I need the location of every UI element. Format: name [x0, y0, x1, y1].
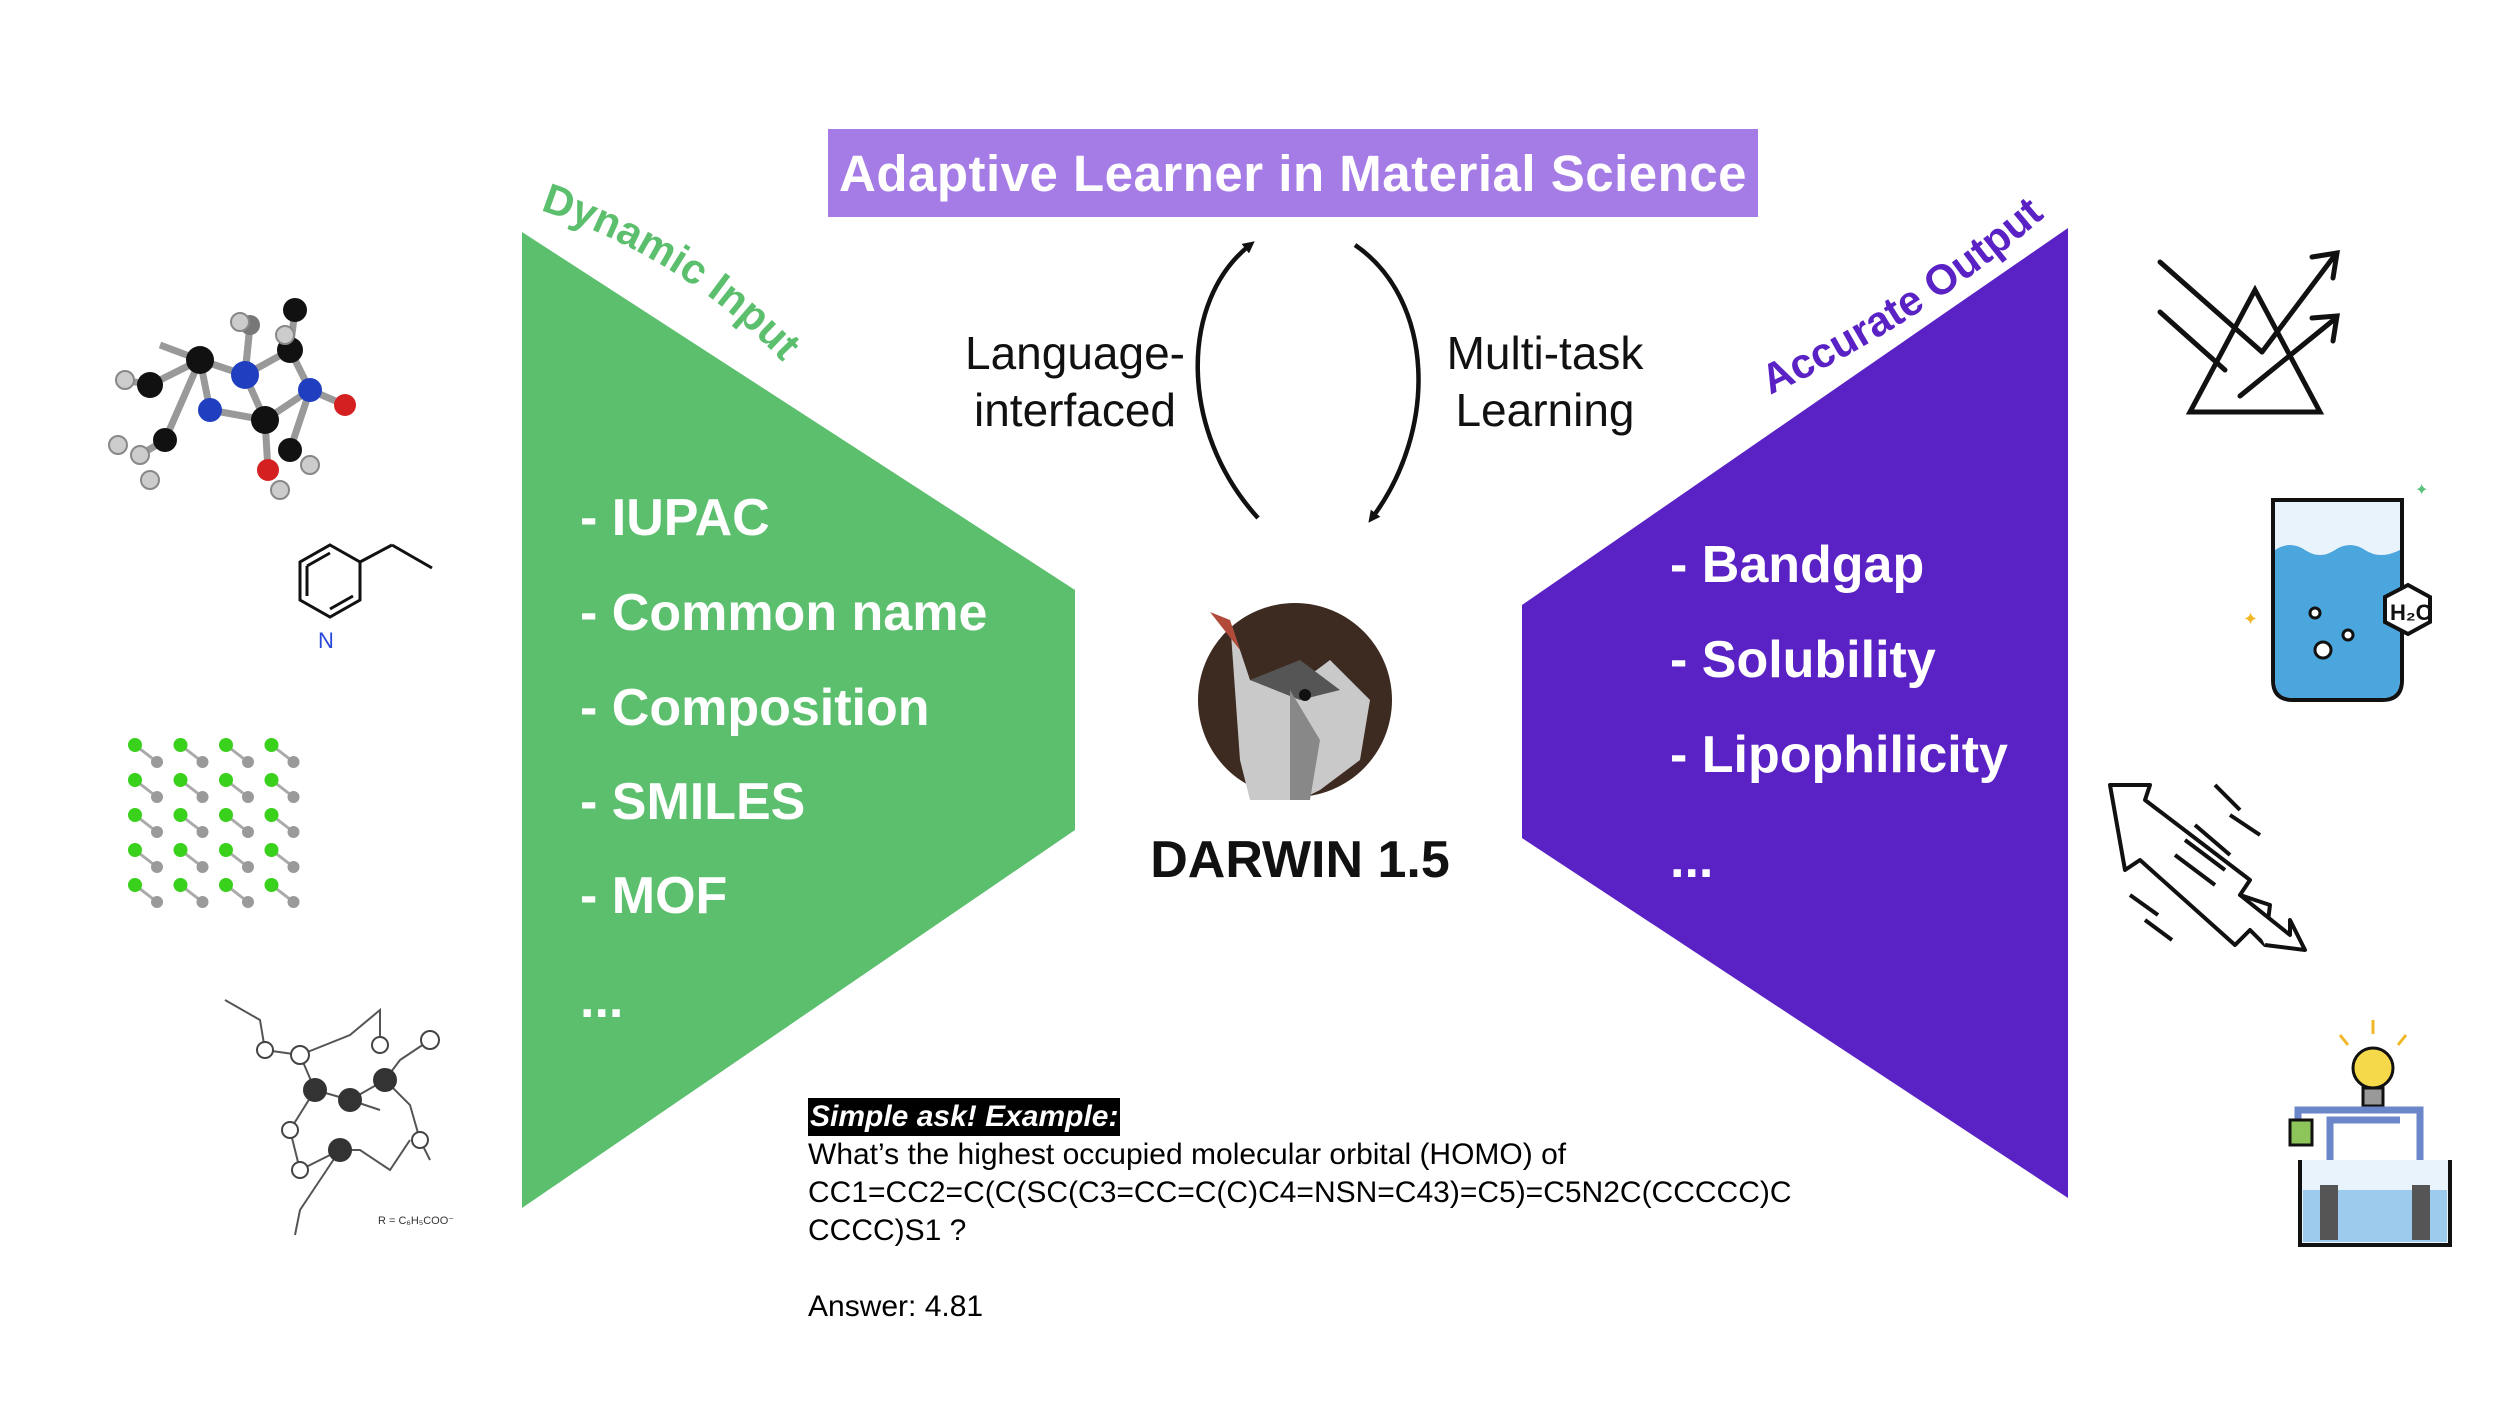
multitask-label-line2: Learning [1455, 384, 1635, 436]
mof-structure-icon [224, 999, 440, 1236]
input-funnel [522, 232, 1075, 1208]
ethylpyridine-structure-icon [298, 543, 433, 619]
lattice-atom [242, 861, 254, 873]
lattice-atom [287, 826, 300, 838]
language-label-line1: Language- [965, 327, 1185, 379]
caffeine-molecule-icon [108, 298, 356, 500]
lattice-atom [287, 861, 300, 873]
lattice-atom [196, 896, 209, 908]
lattice-atom [287, 791, 300, 803]
lattice-atom [128, 843, 142, 857]
input-item: - SMILES [580, 773, 806, 831]
input-item: - Common name [580, 584, 988, 642]
lattice-atom [128, 738, 142, 752]
h2o-label: H₂O [2390, 600, 2433, 625]
lattice-atom [173, 773, 188, 787]
lattice-atom [219, 808, 233, 822]
lattice-atom [196, 826, 209, 838]
lattice-atom [173, 878, 188, 892]
lattice-atom [264, 878, 279, 892]
output-item: - Solubility [1670, 631, 1936, 689]
lattice-atom [219, 738, 233, 752]
lattice-atom [196, 861, 209, 873]
output-item: - Bandgap [1670, 536, 1925, 594]
multi-task-learning-label: Multi-task Learning [1420, 325, 1670, 439]
lattice-atom [151, 896, 163, 908]
sparkle-icon: ✦ [2243, 609, 2258, 629]
lattice-atom [173, 808, 188, 822]
lattice-atom [287, 756, 300, 768]
input-item: - Composition [580, 679, 930, 737]
lattice-atom [242, 791, 254, 803]
pyridine-n-label: N [318, 628, 334, 653]
stress-strain-icon [2108, 783, 2307, 952]
lattice-atom [264, 843, 279, 857]
lattice-atom [219, 843, 233, 857]
cycle-arrow-right [1353, 243, 1421, 523]
lattice-atom [219, 773, 233, 787]
lattice-atom [196, 791, 209, 803]
example-heading: Simple ask! Example: [808, 1098, 1121, 1136]
mof-formula-label: R = C₆H₅COO⁻ [378, 1215, 454, 1227]
input-item: ... [580, 971, 624, 1029]
lattice-atom [219, 878, 233, 892]
lattice-atom [173, 738, 188, 752]
lattice-atom [264, 808, 279, 822]
multitask-label-line1: Multi-task [1446, 327, 1644, 379]
output-item: ... [1670, 831, 1714, 889]
lattice-atom [264, 773, 279, 787]
lattice-atom [242, 896, 254, 908]
lattice-atom [151, 756, 163, 768]
example-answer: Answer: 4.81 [808, 1290, 984, 1323]
lattice-atom [128, 773, 142, 787]
water-beaker-icon: H₂O ✦ ✦ [2243, 482, 2433, 702]
lattice-atom [196, 756, 209, 768]
input-item: - IUPAC [580, 489, 770, 547]
lattice-atom [242, 756, 254, 768]
title-banner: Adaptive Learner in Material Science [828, 129, 1758, 217]
lattice-atom [151, 861, 163, 873]
crystal-lattice-icon [128, 738, 300, 908]
input-item: - MOF [580, 867, 728, 925]
prism-light-icon [2157, 249, 2341, 415]
cycle-arrow-left [1195, 241, 1260, 520]
model-name: DARWIN 1.5 [1150, 831, 1450, 889]
lattice-atom [242, 826, 254, 838]
language-label-line2: interfaced [973, 384, 1176, 436]
output-item: - Lipophilicity [1670, 726, 2008, 784]
example-question: What’s the highest occupied molecular or… [808, 1138, 1792, 1247]
darwin-logo [1198, 603, 1392, 800]
language-interfaced-label: Language- interfaced [945, 325, 1205, 439]
lattice-atom [128, 808, 142, 822]
lattice-atom [151, 826, 163, 838]
lattice-atom [173, 843, 188, 857]
title-text: Adaptive Learner in Material Science [838, 144, 1747, 202]
output-funnel [1522, 228, 2068, 1198]
sparkle-icon: ✦ [2415, 482, 2428, 499]
lattice-atom [264, 738, 279, 752]
electrolysis-bulb-icon [2288, 1020, 2452, 1247]
lattice-atom [151, 791, 163, 803]
example-block: Simple ask! Example: What’s the highest … [808, 1098, 1858, 1326]
lattice-atom [128, 878, 142, 892]
lattice-atom [287, 896, 300, 908]
